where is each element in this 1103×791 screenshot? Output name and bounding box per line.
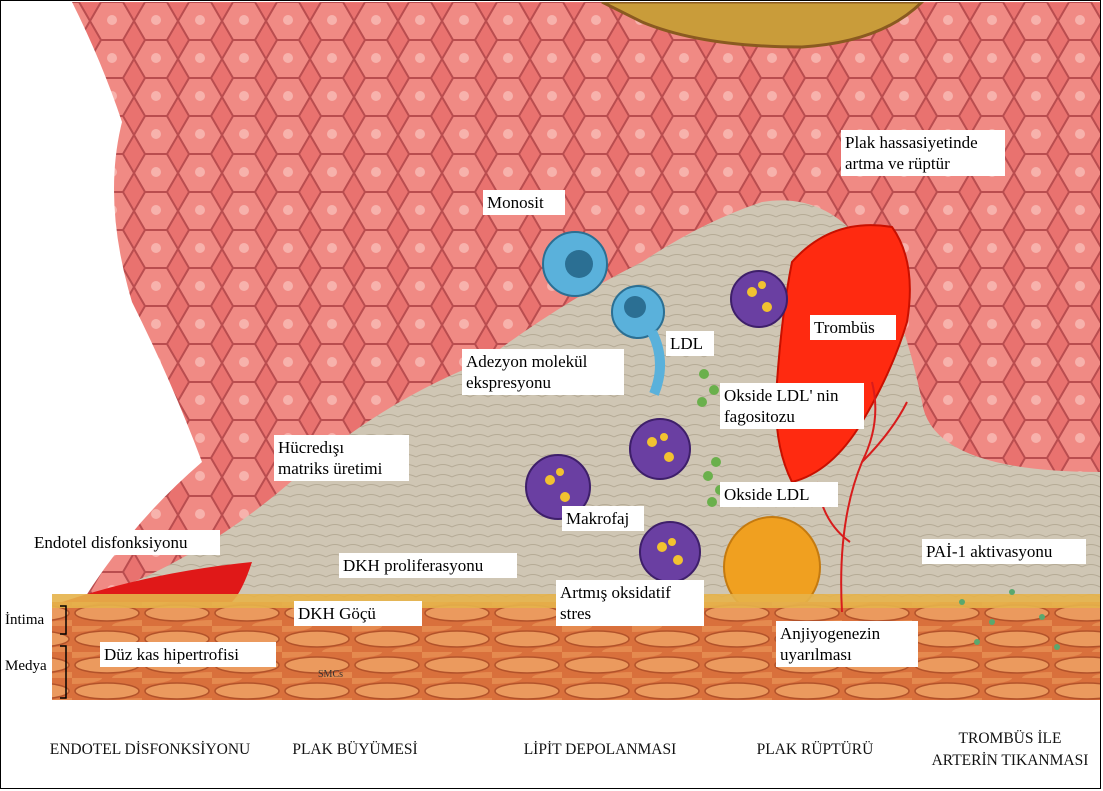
label-pai1: PAİ-1 aktivasyonu bbox=[922, 539, 1086, 564]
stage-plak-rupturu: PLAK RÜPTÜRÜ bbox=[740, 739, 890, 761]
label-smcs: SMCs bbox=[318, 669, 343, 681]
label-ldl: LDL bbox=[666, 331, 714, 356]
label-dkh-gocu: DKH Göçü bbox=[294, 601, 422, 626]
label-okside-ldl: Okside LDL bbox=[720, 482, 838, 507]
stage-plak-buyumesi: PLAK BÜYÜMESİ bbox=[280, 739, 430, 761]
label-endotel-disfonksiyonu: Endotel disfonksiyonu bbox=[30, 530, 220, 555]
label-artmis-oksidatif: Artmış oksidatif stres bbox=[556, 580, 704, 626]
stage-endotel-disfonksiyonu: ENDOTEL DİSFONKSİYONU bbox=[25, 739, 275, 761]
label-okside-ldl-fagositozu: Okside LDL' nin fagositozu bbox=[720, 383, 864, 429]
label-dkh-proliferasyonu: DKH proliferasyonu bbox=[339, 553, 517, 578]
label-hucredisi: Hücredışı matriks üretimi bbox=[274, 435, 409, 481]
label-trombus: Trombüs bbox=[810, 315, 896, 340]
label-duz-kas: Düz kas hipertrofisi bbox=[100, 642, 276, 667]
label-monosit: Monosit bbox=[483, 190, 565, 215]
label-adezyon: Adezyon molekül ekspresyonu bbox=[462, 349, 624, 395]
label-makrofaj: Makrofaj bbox=[562, 506, 644, 531]
layer-label-medya: Medya bbox=[5, 657, 47, 675]
label-plak-hassasiyet: Plak hassasiyetinde artma ve rüptür bbox=[841, 130, 1005, 176]
layer-label-intima: İntima bbox=[5, 611, 44, 629]
label-anjiyogenez: Anjiyogenezin uyarılması bbox=[776, 621, 918, 667]
stage-lipit-depolanmasi: LİPİT DEPOLANMASI bbox=[500, 739, 700, 761]
stage-trombus-tikanmasi: TROMBÜS İLE ARTERİN TIKANMASI bbox=[920, 728, 1100, 772]
